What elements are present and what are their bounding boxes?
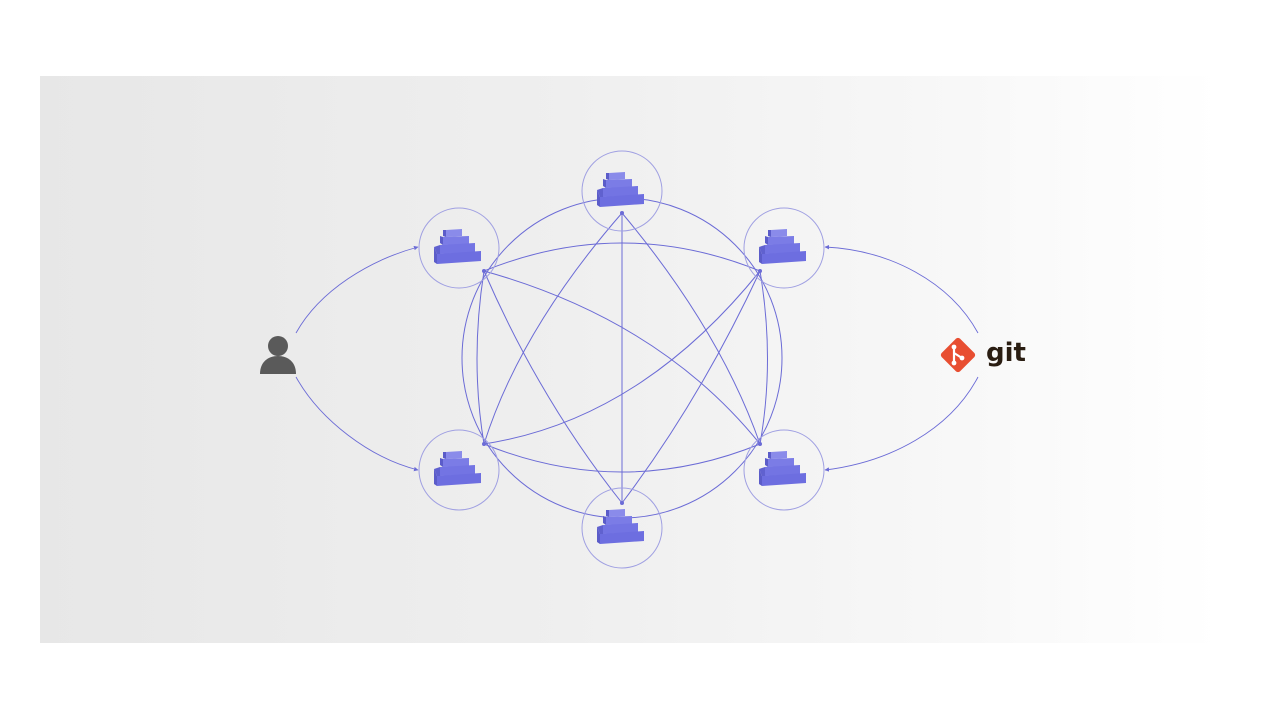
server-stack-icon: [597, 172, 644, 207]
node-upper-left: [418, 207, 500, 289]
git-logo-icon: [940, 337, 976, 373]
git-arrows: [824, 244, 979, 472]
server-stack-icon: [759, 451, 806, 486]
node-lower-left: [418, 429, 500, 511]
user-arrows: [295, 245, 419, 472]
junction-dots: [482, 211, 762, 505]
node-top: [581, 150, 663, 232]
server-stack-icon: [759, 229, 806, 264]
git-label: git: [986, 338, 1026, 368]
node-upper-right: [743, 207, 825, 289]
server-stack-icon: [597, 509, 644, 544]
user-icon: [260, 336, 296, 374]
server-stack-icon: [434, 229, 481, 264]
node-lower-right: [743, 429, 825, 511]
node-bottom: [581, 487, 663, 569]
server-stack-icon: [434, 451, 481, 486]
mesh-connections: [476, 212, 768, 504]
diagram-background: [40, 76, 1220, 643]
